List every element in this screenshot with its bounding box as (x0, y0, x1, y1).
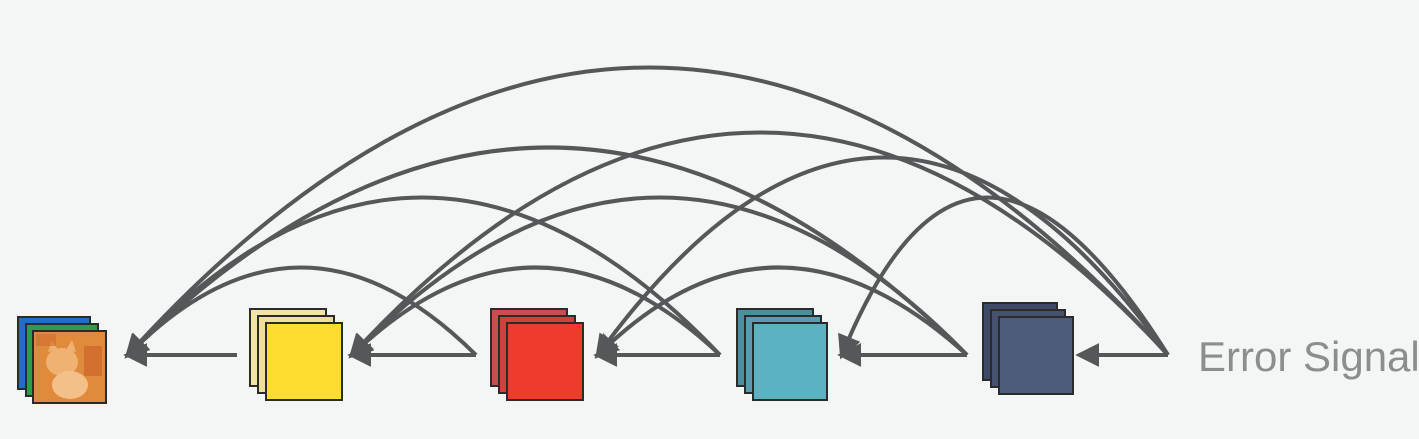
layer-3-stack (736, 308, 828, 401)
input-image-stack (17, 316, 107, 404)
cat-photo-icon (36, 334, 102, 399)
arc-layer-4-to-layer-2 (594, 265, 969, 359)
arc-error-to-input (124, 65, 1170, 359)
layer-4-stack (982, 302, 1074, 395)
error-signal-label: Error Signal (1198, 333, 1419, 380)
arc-layer-4-to-layer-1 (348, 195, 969, 359)
layer-1-stack (249, 308, 343, 401)
skip-connection-arcs (124, 65, 1170, 360)
layer-2-stack (490, 308, 584, 401)
arc-layer-3-to-input (124, 195, 722, 359)
arc-layer-3-to-layer-1 (348, 265, 722, 359)
arc-error-to-layer-1 (348, 130, 1170, 359)
arc-error-to-layer-2 (595, 155, 1170, 359)
arc-layer-4-to-input (124, 145, 969, 359)
